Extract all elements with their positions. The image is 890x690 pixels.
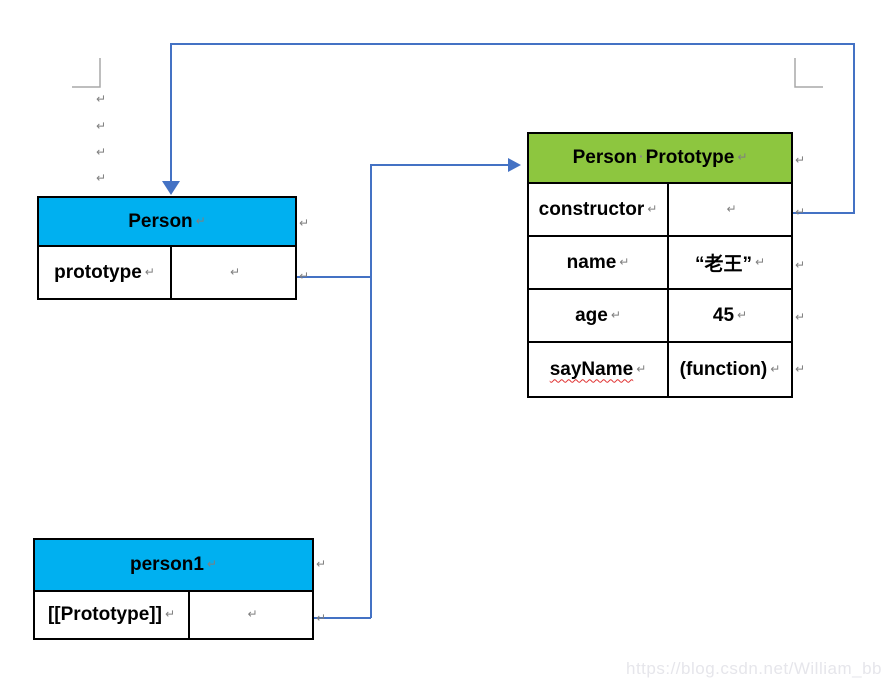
paragraph-mark: ↵ (96, 145, 107, 159)
person1-table-title: person1 (130, 554, 204, 575)
paragraph-mark: ↵ (195, 213, 206, 228)
table-row: name↵ “老王”↵ (529, 237, 791, 290)
paragraph-mark: ↵ (636, 361, 647, 376)
cell-label: sayName (549, 358, 634, 380)
paragraph-mark: ↵ (647, 201, 658, 216)
watermark-url: https://blog.csdn.net/William_bb (625, 659, 882, 678)
table-title-word: Prototype (645, 147, 735, 168)
name-key-cell: name↵ (529, 237, 667, 288)
row-end-mark: ↵ (316, 611, 327, 625)
person-prototype-table: Person·Prototype↵ constructor↵ ↵ name↵ “… (527, 132, 793, 398)
table-row: sayName↵ (function)↵ (529, 343, 791, 396)
constructor-key-cell: constructor↵ (529, 184, 667, 235)
cell-label: age (575, 304, 608, 326)
name-value-cell: “老王”↵ (667, 237, 791, 288)
proto-slot-key-cell: [[Prototype]]↵ (35, 592, 188, 638)
row-end-mark: ↵ (299, 269, 310, 283)
space-mark: · (639, 148, 644, 164)
arrow-shared-trunk (370, 164, 509, 618)
paragraph-mark: ↵ (737, 307, 748, 322)
cell-label: prototype (54, 261, 142, 283)
paragraph-mark: ↵ (206, 557, 217, 571)
row-end-mark: ↵ (795, 310, 806, 324)
arrowhead-down-icon (162, 181, 180, 195)
cell-label: name (566, 251, 617, 273)
sayname-key-cell: sayName↵ (529, 343, 667, 396)
row-end-mark: ↵ (795, 153, 806, 167)
page-corner-mark-left (72, 58, 101, 88)
person-table: Person↵ prototype↵ ↵ (37, 196, 297, 300)
cell-value: (function) (679, 358, 768, 380)
paragraph-mark: ↵ (247, 607, 258, 621)
table-row: constructor↵ ↵ (529, 184, 791, 237)
paragraph-mark: ↵ (737, 150, 748, 164)
table-row: [[Prototype]]↵ ↵ (35, 592, 312, 638)
paragraph-mark: ↵ (610, 307, 621, 322)
row-end-mark: ↵ (795, 205, 806, 219)
row-end-mark: ↵ (795, 362, 806, 376)
page-corner-mark-right (794, 58, 823, 88)
paragraph-mark: ↵ (96, 171, 107, 185)
paragraph-mark: ↵ (164, 607, 176, 621)
table-row: age↵ 45↵ (529, 290, 791, 343)
paragraph-mark: ↵ (619, 254, 630, 269)
sayname-value-cell: (function)↵ (667, 343, 791, 396)
cell-label: constructor (538, 198, 645, 220)
row-end-mark: ↵ (316, 557, 327, 571)
table-title-word: Person (572, 147, 637, 168)
person-prototype-table-header: Person·Prototype↵ (529, 134, 791, 184)
person1-table-header: person1↵ (35, 540, 312, 592)
proto-slot-value-cell: ↵ (188, 592, 312, 638)
cell-value: “老王” (694, 254, 752, 275)
paragraph-mark: ↵ (96, 119, 107, 133)
person-table-header: Person↵ (39, 198, 295, 247)
cell-value: 45 (712, 304, 735, 326)
cell-label: [[Prototype]] (47, 604, 162, 625)
paragraph-mark: ↵ (96, 92, 107, 106)
person-prototype-value-cell: ↵ (170, 247, 295, 298)
table-row: prototype↵ ↵ (39, 247, 295, 298)
constructor-value-cell: ↵ (667, 184, 791, 235)
age-key-cell: age↵ (529, 290, 667, 341)
paragraph-mark: ↵ (726, 201, 737, 216)
row-end-mark: ↵ (299, 216, 310, 230)
person-table-title: Person (128, 210, 193, 232)
person1-table: person1↵ [[Prototype]]↵ ↵ (33, 538, 314, 640)
paragraph-mark: ↵ (770, 361, 781, 376)
paragraph-mark: ↵ (754, 254, 766, 269)
person-prototype-key-cell: prototype↵ (39, 247, 170, 298)
paragraph-mark: ↵ (229, 264, 241, 279)
arrowhead-right-icon (508, 158, 521, 172)
age-value-cell: 45↵ (667, 290, 791, 341)
row-end-mark: ↵ (795, 258, 806, 272)
paragraph-mark: ↵ (144, 264, 155, 279)
